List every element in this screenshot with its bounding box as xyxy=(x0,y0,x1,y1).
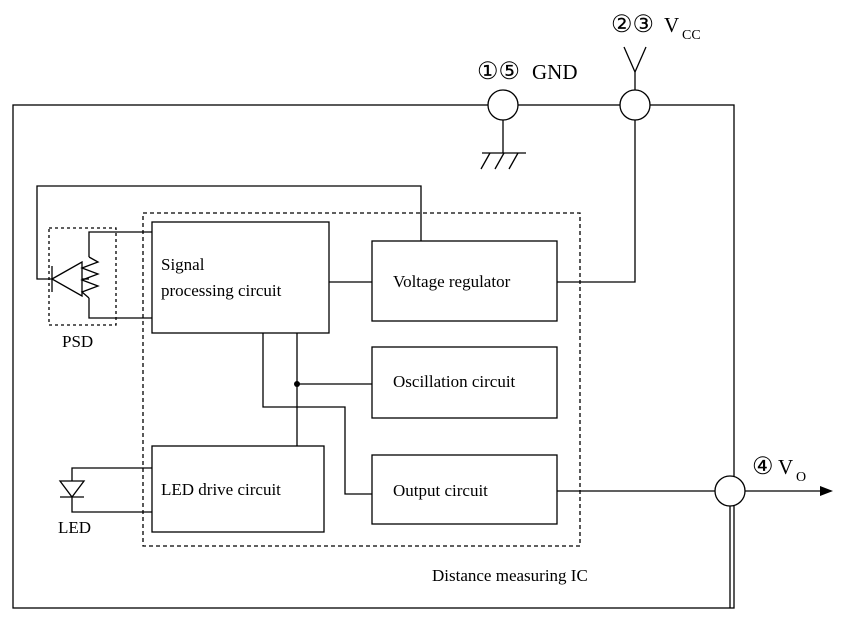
vcc-pin-label: V xyxy=(664,13,679,37)
gnd-pin-label: GND xyxy=(532,60,578,84)
led-label: LED xyxy=(58,518,91,537)
voltage-regulator-block: Voltage regulator xyxy=(371,240,558,322)
gnd-pin-numbers: ①⑤ xyxy=(477,59,520,85)
led-drive-circuit-block: LED drive circuit xyxy=(151,445,325,533)
psd-label: PSD xyxy=(62,332,93,351)
psd-component xyxy=(48,227,117,326)
signal-processing-block: Signal processing circuit xyxy=(151,221,330,334)
gnd-pin xyxy=(480,89,526,170)
svg-text:LED drive circuit: LED drive circuit xyxy=(161,480,281,499)
svg-text:Output circuit: Output circuit xyxy=(393,481,488,500)
chip-outline xyxy=(12,104,735,609)
vo-pin xyxy=(714,475,833,507)
vcc-pin-subscript: CC xyxy=(682,28,701,43)
ic-dashed-boundary xyxy=(142,212,581,547)
ic-label: Distance measuring IC xyxy=(432,566,588,585)
oscillation-circuit-block: Oscillation circuit xyxy=(371,346,558,419)
vo-pin-number: ④ xyxy=(752,454,774,480)
output-circuit-block: Output circuit xyxy=(371,454,558,525)
vcc-pin-numbers: ②③ xyxy=(611,12,654,38)
svg-text:Oscillation circuit: Oscillation circuit xyxy=(393,372,516,391)
vo-pin-label: V xyxy=(778,455,793,479)
svg-text:processing circuit: processing circuit xyxy=(161,281,282,300)
vo-pin-subscript: O xyxy=(796,470,806,485)
wires xyxy=(36,185,731,608)
svg-text:Signal: Signal xyxy=(161,255,205,274)
vcc-pin xyxy=(557,46,651,283)
led-component xyxy=(58,480,86,499)
svg-text:Voltage regulator: Voltage regulator xyxy=(393,272,511,291)
